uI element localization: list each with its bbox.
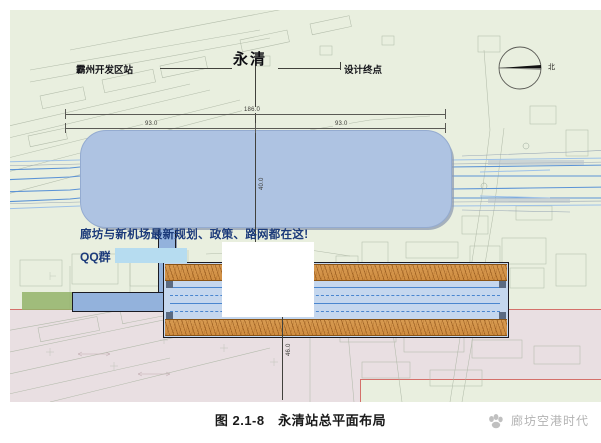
label-design-endpoint: 设计终点 xyxy=(344,65,383,76)
leader-left xyxy=(160,68,232,69)
platform-upper xyxy=(165,264,507,281)
station-hall[interactable] xyxy=(80,130,509,338)
inner-track-2 xyxy=(170,295,500,296)
dimtick-total-left xyxy=(65,109,66,119)
dimtick-half-left xyxy=(65,123,66,133)
green-strip-left xyxy=(22,292,72,310)
dimtext-stem-length: 46.0 xyxy=(286,343,292,356)
brand-watermark: 廊坊空港时代 xyxy=(487,412,589,429)
dimline-total xyxy=(65,114,445,115)
corner-core-br xyxy=(499,312,506,319)
dimtext-total: 186.0 xyxy=(242,107,263,113)
corner-core-tl xyxy=(166,281,173,288)
label-station-name: 永清 xyxy=(233,51,268,68)
station-platform-block xyxy=(163,262,509,338)
leader-right xyxy=(278,68,340,69)
watermark-qq-label: QQ群 xyxy=(80,250,111,264)
planning-boundary-notch xyxy=(360,379,601,402)
watermark-redacted-box xyxy=(115,248,187,263)
dimtext-left-half: 93.0 xyxy=(143,121,160,127)
dimtext-right-half: 93.0 xyxy=(333,121,350,127)
leader-right-tick xyxy=(340,62,341,70)
watermark-headline: 廊坊与新机场最新规划、政策、路网都在这! xyxy=(80,229,309,241)
redaction-cover-panel xyxy=(222,242,314,317)
dimline-stem-vertical xyxy=(282,256,283,400)
brand-name: 廊坊空港时代 xyxy=(510,414,589,428)
site-plan-map[interactable]: 186.0 93.0 93.0 40.0 46.0 霸州开发区站 永清 设计终点… xyxy=(10,10,601,402)
corner-core-tr xyxy=(499,281,506,288)
dimtext-hall-depth: 40.0 xyxy=(259,177,265,190)
figure-caption: 图 2.1-8 永清站总平面布局 xyxy=(214,413,387,428)
paw-logo-icon xyxy=(489,413,503,428)
inner-track-4 xyxy=(170,311,500,312)
station-centre-axis xyxy=(255,58,256,250)
inner-track-1 xyxy=(170,287,500,288)
dimtick-half-mid xyxy=(255,123,256,133)
dimtick-half-right xyxy=(445,123,446,133)
platform-lower xyxy=(165,319,507,336)
compass-rose xyxy=(498,46,542,90)
dimtick-total-right xyxy=(445,109,446,119)
corner-core-bl xyxy=(166,312,173,319)
label-bazhou-station: 霸州开发区站 xyxy=(76,65,134,76)
compass-north-label: 北 xyxy=(548,64,555,71)
inner-track-3 xyxy=(170,303,500,304)
